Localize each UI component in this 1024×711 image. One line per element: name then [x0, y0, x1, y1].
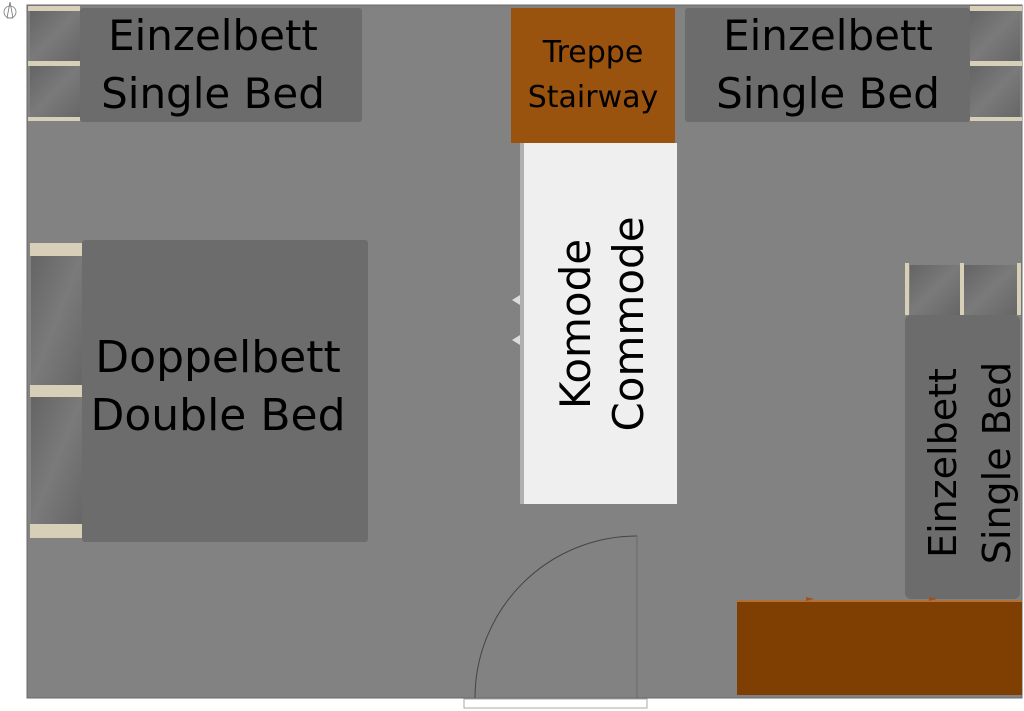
bed-label-en: Single Bed: [101, 69, 325, 118]
commode[interactable]: Komode Commode: [512, 143, 677, 504]
single-bed-right[interactable]: Einzelbett Single Bed: [905, 263, 1021, 599]
north-arrow-icon: [3, 1, 17, 19]
double-bed[interactable]: Doppelbett Double Bed: [30, 240, 368, 542]
bed-label-de: Einzelbett: [108, 11, 318, 60]
bed-label-de: Einzelbett: [921, 368, 965, 558]
single-bed-top-right[interactable]: Einzelbett Single Bed: [685, 6, 1022, 122]
bed-label-en: Double Bed: [90, 390, 345, 441]
door[interactable]: [474, 535, 638, 699]
stairway-label-de: Treppe: [542, 35, 644, 70]
door-threshold: [463, 698, 648, 709]
single-bed-top-left[interactable]: Einzelbett Single Bed: [28, 6, 362, 122]
commode-label-en: Commode: [604, 216, 653, 431]
bed-label-en: Single Bed: [716, 69, 940, 118]
bed-label-de: Doppelbett: [95, 332, 340, 383]
bed-label-de: Einzelbett: [723, 11, 933, 60]
bed-label-en: Single Bed: [975, 362, 1019, 564]
commode-label-de: Komode: [551, 239, 600, 409]
stairway[interactable]: Treppe Stairway: [511, 8, 675, 143]
cabinet[interactable]: [737, 597, 1022, 695]
drawer-handle-icon: [512, 295, 520, 345]
stairway-label-en: Stairway: [528, 80, 659, 115]
